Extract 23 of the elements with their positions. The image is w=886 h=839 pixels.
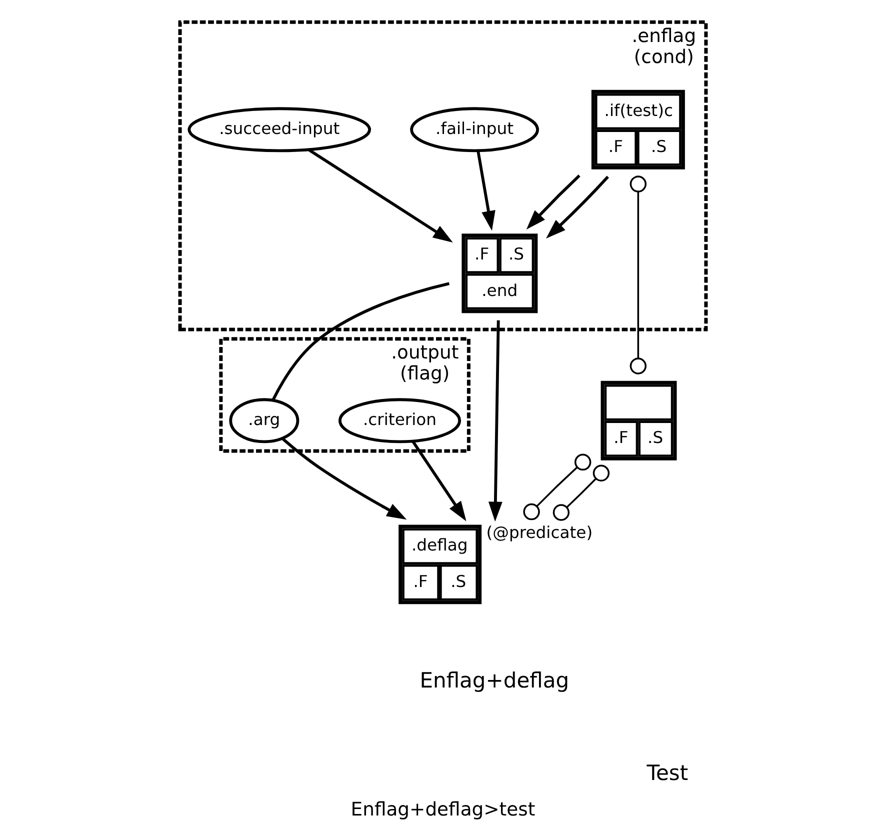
node-box: .deflag .F .S (398, 524, 482, 604)
connector (552, 464, 610, 521)
arrow (476, 150, 496, 231)
node-box: .if(test)c .F .S (591, 90, 685, 170)
node-box: .F .S (600, 380, 677, 460)
arrow (308, 148, 453, 242)
node-box: .F .S .end (462, 234, 538, 314)
arrow (546, 176, 609, 238)
caption: Enflag+deflag>test (350, 799, 536, 820)
arrow (281, 437, 407, 520)
label: Enflag+deflag (420, 668, 570, 693)
node-label: (@predicate) (486, 522, 593, 542)
node-ellipse: .arg (229, 398, 300, 444)
node-ellipse: .criterion (338, 398, 462, 444)
connector (523, 454, 592, 520)
label: Test (646, 760, 688, 785)
connector (630, 176, 647, 374)
arrow (526, 174, 580, 230)
node-ellipse: .succeed-input (188, 107, 372, 152)
connector (272, 282, 450, 401)
arrow (412, 440, 466, 522)
node-ellipse: .fail-input (410, 107, 539, 152)
arrow (488, 320, 502, 522)
